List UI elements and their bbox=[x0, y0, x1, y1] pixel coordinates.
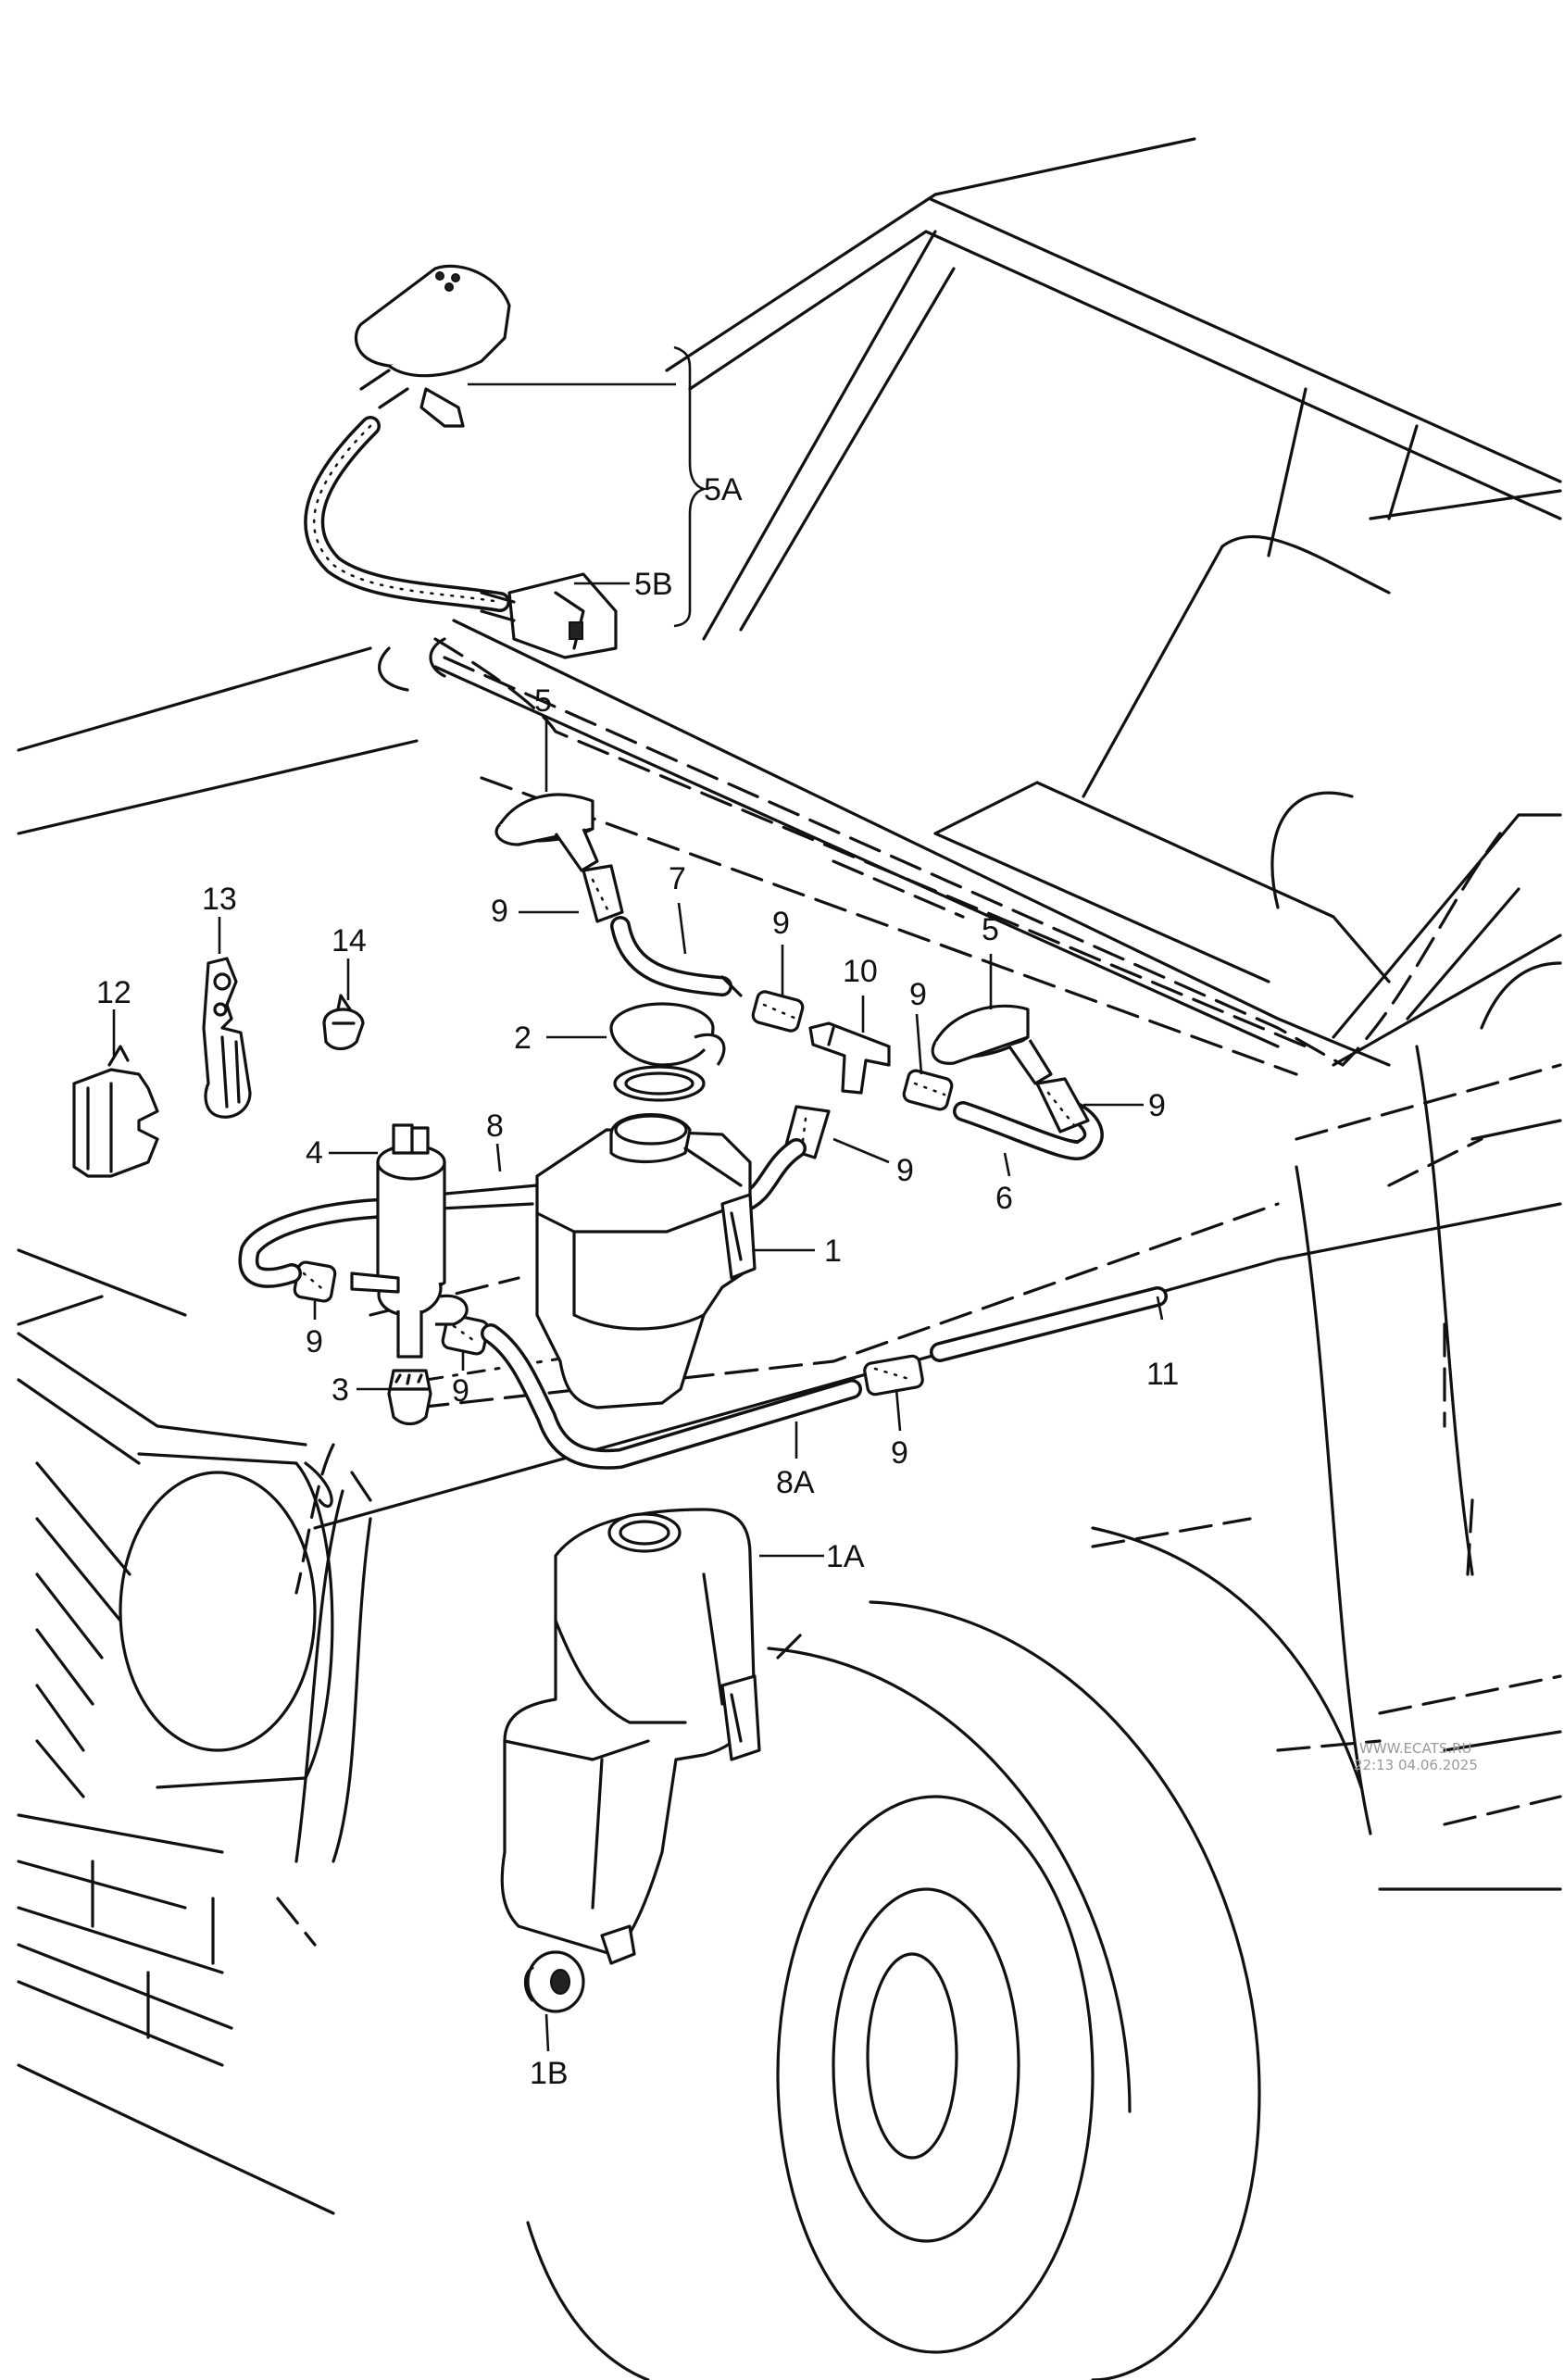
label-4: 4 bbox=[306, 1135, 323, 1171]
label-5-left: 5 bbox=[534, 683, 552, 719]
label-1A: 1A bbox=[826, 1539, 865, 1574]
label-9-b: 9 bbox=[772, 906, 790, 941]
label-9-g: 9 bbox=[452, 1373, 469, 1409]
washer-tank-1 bbox=[535, 1113, 757, 1409]
label-1: 1 bbox=[824, 1234, 842, 1269]
label-5B: 5B bbox=[634, 567, 673, 602]
washer-tank-1A bbox=[500, 1508, 761, 1965]
label-8A: 8A bbox=[776, 1465, 815, 1500]
label-6: 6 bbox=[995, 1181, 1013, 1216]
label-9-a: 9 bbox=[491, 894, 508, 929]
label-14: 14 bbox=[332, 923, 367, 958]
clip-14 bbox=[322, 994, 365, 1051]
front-wheel bbox=[526, 1600, 1261, 2380]
filler-cap-2 bbox=[609, 1002, 726, 1102]
watermark-line-1: WWW.ECATS.RU bbox=[1359, 1740, 1471, 1757]
grommet-1B bbox=[523, 1950, 585, 2013]
hose-11 bbox=[930, 1286, 1168, 1362]
label-5A: 5A bbox=[704, 472, 743, 507]
label-9-e: 9 bbox=[896, 1153, 914, 1188]
label-13: 13 bbox=[202, 882, 237, 917]
label-9-h: 9 bbox=[891, 1435, 908, 1471]
label-9-c: 9 bbox=[909, 977, 927, 1012]
label-9-f: 9 bbox=[306, 1324, 323, 1359]
clip-13 bbox=[202, 957, 252, 1119]
t-piece-10 bbox=[808, 1021, 891, 1095]
clip-12 bbox=[72, 1045, 159, 1178]
grommet-3 bbox=[387, 1369, 432, 1426]
hose-7 bbox=[610, 916, 743, 997]
leader-lines bbox=[112, 345, 1164, 2052]
hose-routing-dashed bbox=[276, 637, 1562, 1947]
label-1B: 1B bbox=[530, 2056, 569, 2091]
label-5-right: 5 bbox=[982, 912, 999, 947]
label-8: 8 bbox=[486, 1109, 504, 1144]
car-body-outline bbox=[17, 137, 1562, 1891]
label-10: 10 bbox=[843, 954, 878, 989]
watermark: WWW.ECATS.RU 22:13 04.06.2025 bbox=[1354, 1740, 1478, 1773]
label-3: 3 bbox=[332, 1372, 349, 1408]
label-9-d: 9 bbox=[1148, 1088, 1166, 1123]
part-labels: 5A 5B 5 9 7 9 10 5 9 9 9 6 2 13 14 12 4 … bbox=[96, 472, 1179, 2091]
front-end-outline bbox=[17, 1332, 372, 2215]
hose-8-and-8A bbox=[238, 1138, 862, 1470]
rear-washer-nozzle-5A bbox=[304, 264, 618, 659]
washer-jet-5-right bbox=[931, 1004, 1053, 1085]
label-11: 11 bbox=[1146, 1357, 1179, 1392]
washer-jet-5-left bbox=[494, 793, 599, 872]
label-7: 7 bbox=[669, 861, 686, 896]
hose-6 bbox=[953, 1101, 1104, 1160]
label-2: 2 bbox=[514, 1021, 532, 1056]
washer-pump-4 bbox=[350, 1123, 469, 1359]
watermark-line-2: 22:13 04.06.2025 bbox=[1354, 1757, 1478, 1773]
label-12: 12 bbox=[96, 975, 131, 1010]
